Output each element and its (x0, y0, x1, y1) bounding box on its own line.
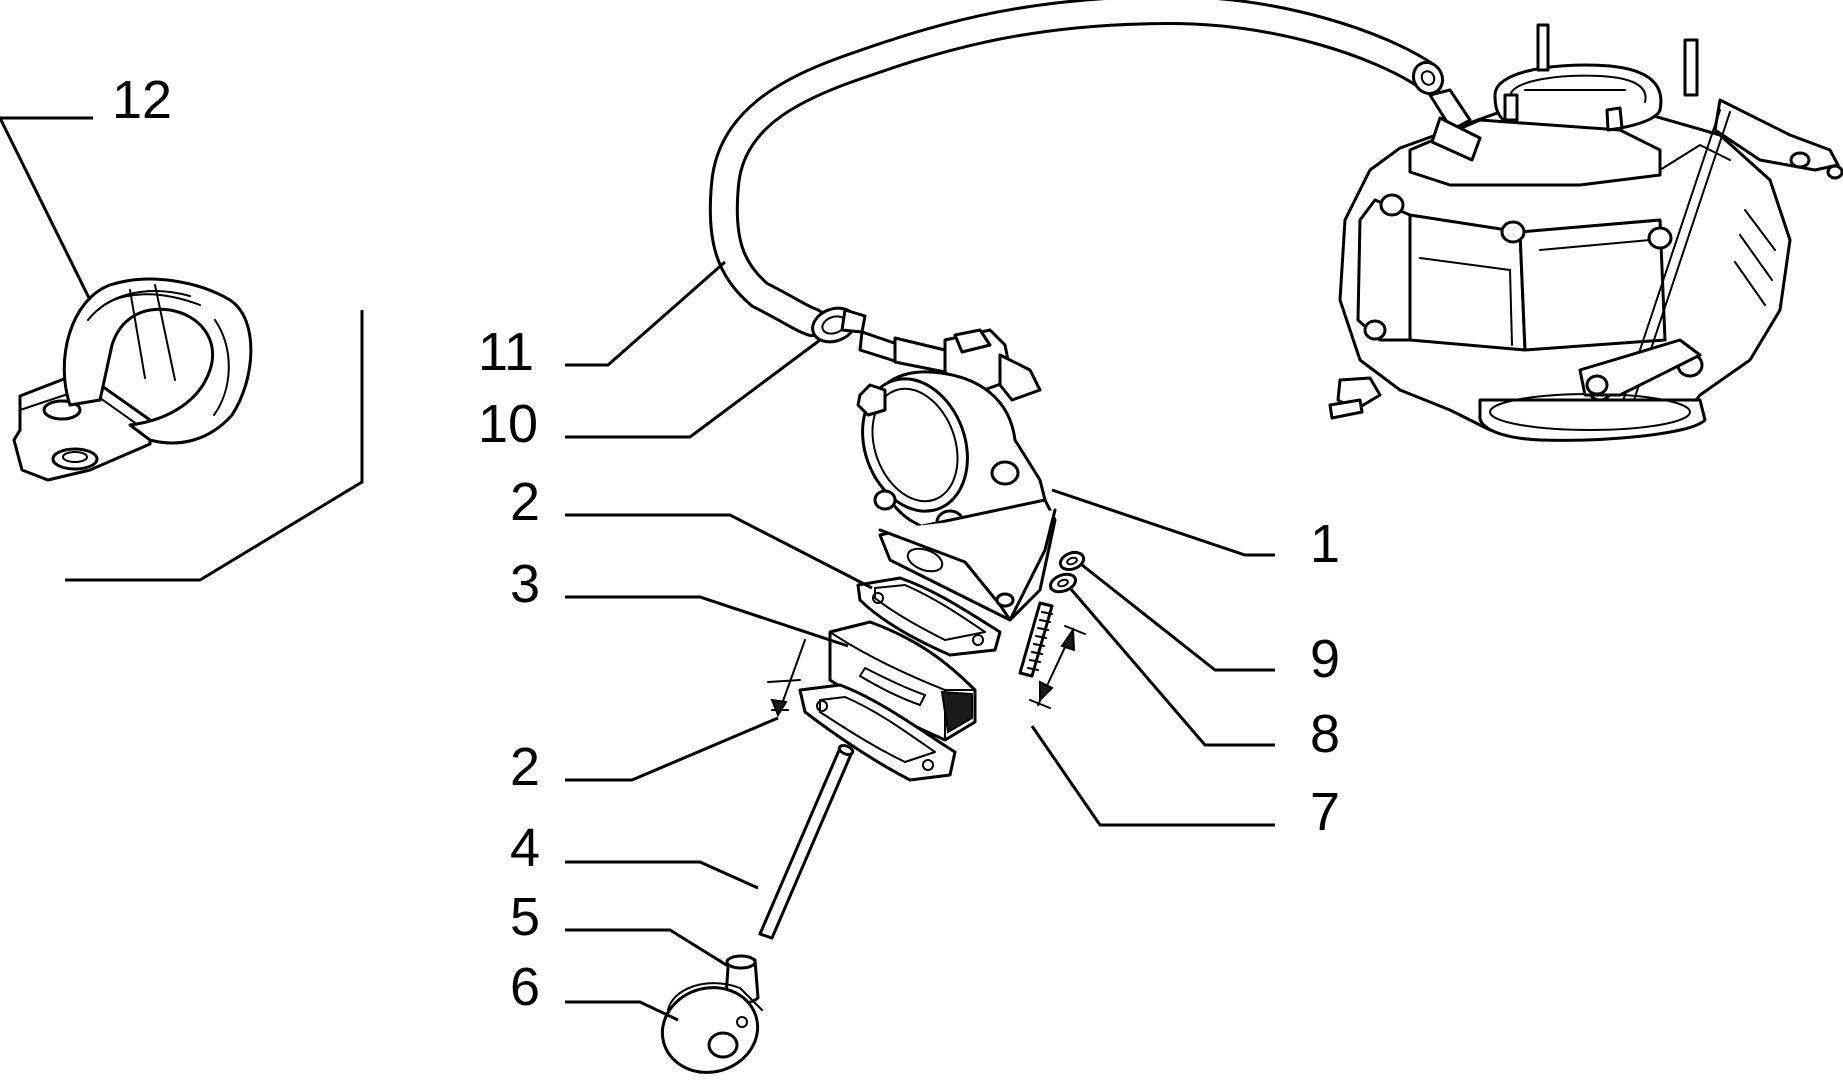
callout-6: 6 (510, 957, 540, 1017)
leader-lines (565, 260, 1275, 1022)
dimension-marks-spacer (767, 639, 806, 718)
part-6-cap (660, 982, 763, 1074)
callout-1: 1 (1310, 514, 1340, 574)
callout-labels: 12 11 10 2 3 2 4 5 6 1 9 8 7 (112, 70, 1340, 1017)
callout-11: 11 (478, 322, 534, 382)
callout-7: 7 (1310, 782, 1340, 842)
callout-2-upper: 2 (510, 472, 540, 532)
callout-2-lower: 2 (510, 737, 540, 797)
leader-11 (565, 260, 726, 367)
part-10-hose-clip (811, 306, 867, 344)
leader-9 (1081, 563, 1275, 672)
callout-5: 5 (510, 887, 540, 947)
callout-12: 12 (112, 70, 172, 130)
part-8-washer (1048, 572, 1078, 594)
part-2-gasket-lower (798, 683, 957, 782)
leader-6 (565, 1000, 679, 1022)
leader-2-lower (565, 716, 779, 782)
leader-8 (1068, 587, 1275, 747)
leader-2-upper (565, 513, 873, 590)
callout-10: 10 (478, 394, 538, 454)
callout-4: 4 (510, 818, 540, 878)
callout-3: 3 (510, 554, 540, 614)
part-12-clamp-bracket (12, 277, 253, 482)
part-9-nut (1058, 550, 1086, 572)
callout-9: 9 (1310, 629, 1340, 689)
part-7-stud (1018, 601, 1086, 709)
carburettor-assembly (1328, 23, 1843, 442)
part-4-push-rod (758, 744, 855, 940)
part-11-fuel-hose (708, 0, 1445, 337)
callout-8: 8 (1310, 704, 1340, 764)
leader-10 (565, 338, 821, 439)
leader-12 (0, 116, 364, 582)
part-1-fuel-pump (856, 328, 1057, 622)
leader-4 (565, 860, 759, 890)
leader-1 (1051, 488, 1275, 557)
leader-3 (565, 595, 849, 648)
leader-5 (565, 928, 729, 968)
leader-7 (1030, 725, 1275, 827)
part-2-gasket-upper (856, 576, 1002, 657)
